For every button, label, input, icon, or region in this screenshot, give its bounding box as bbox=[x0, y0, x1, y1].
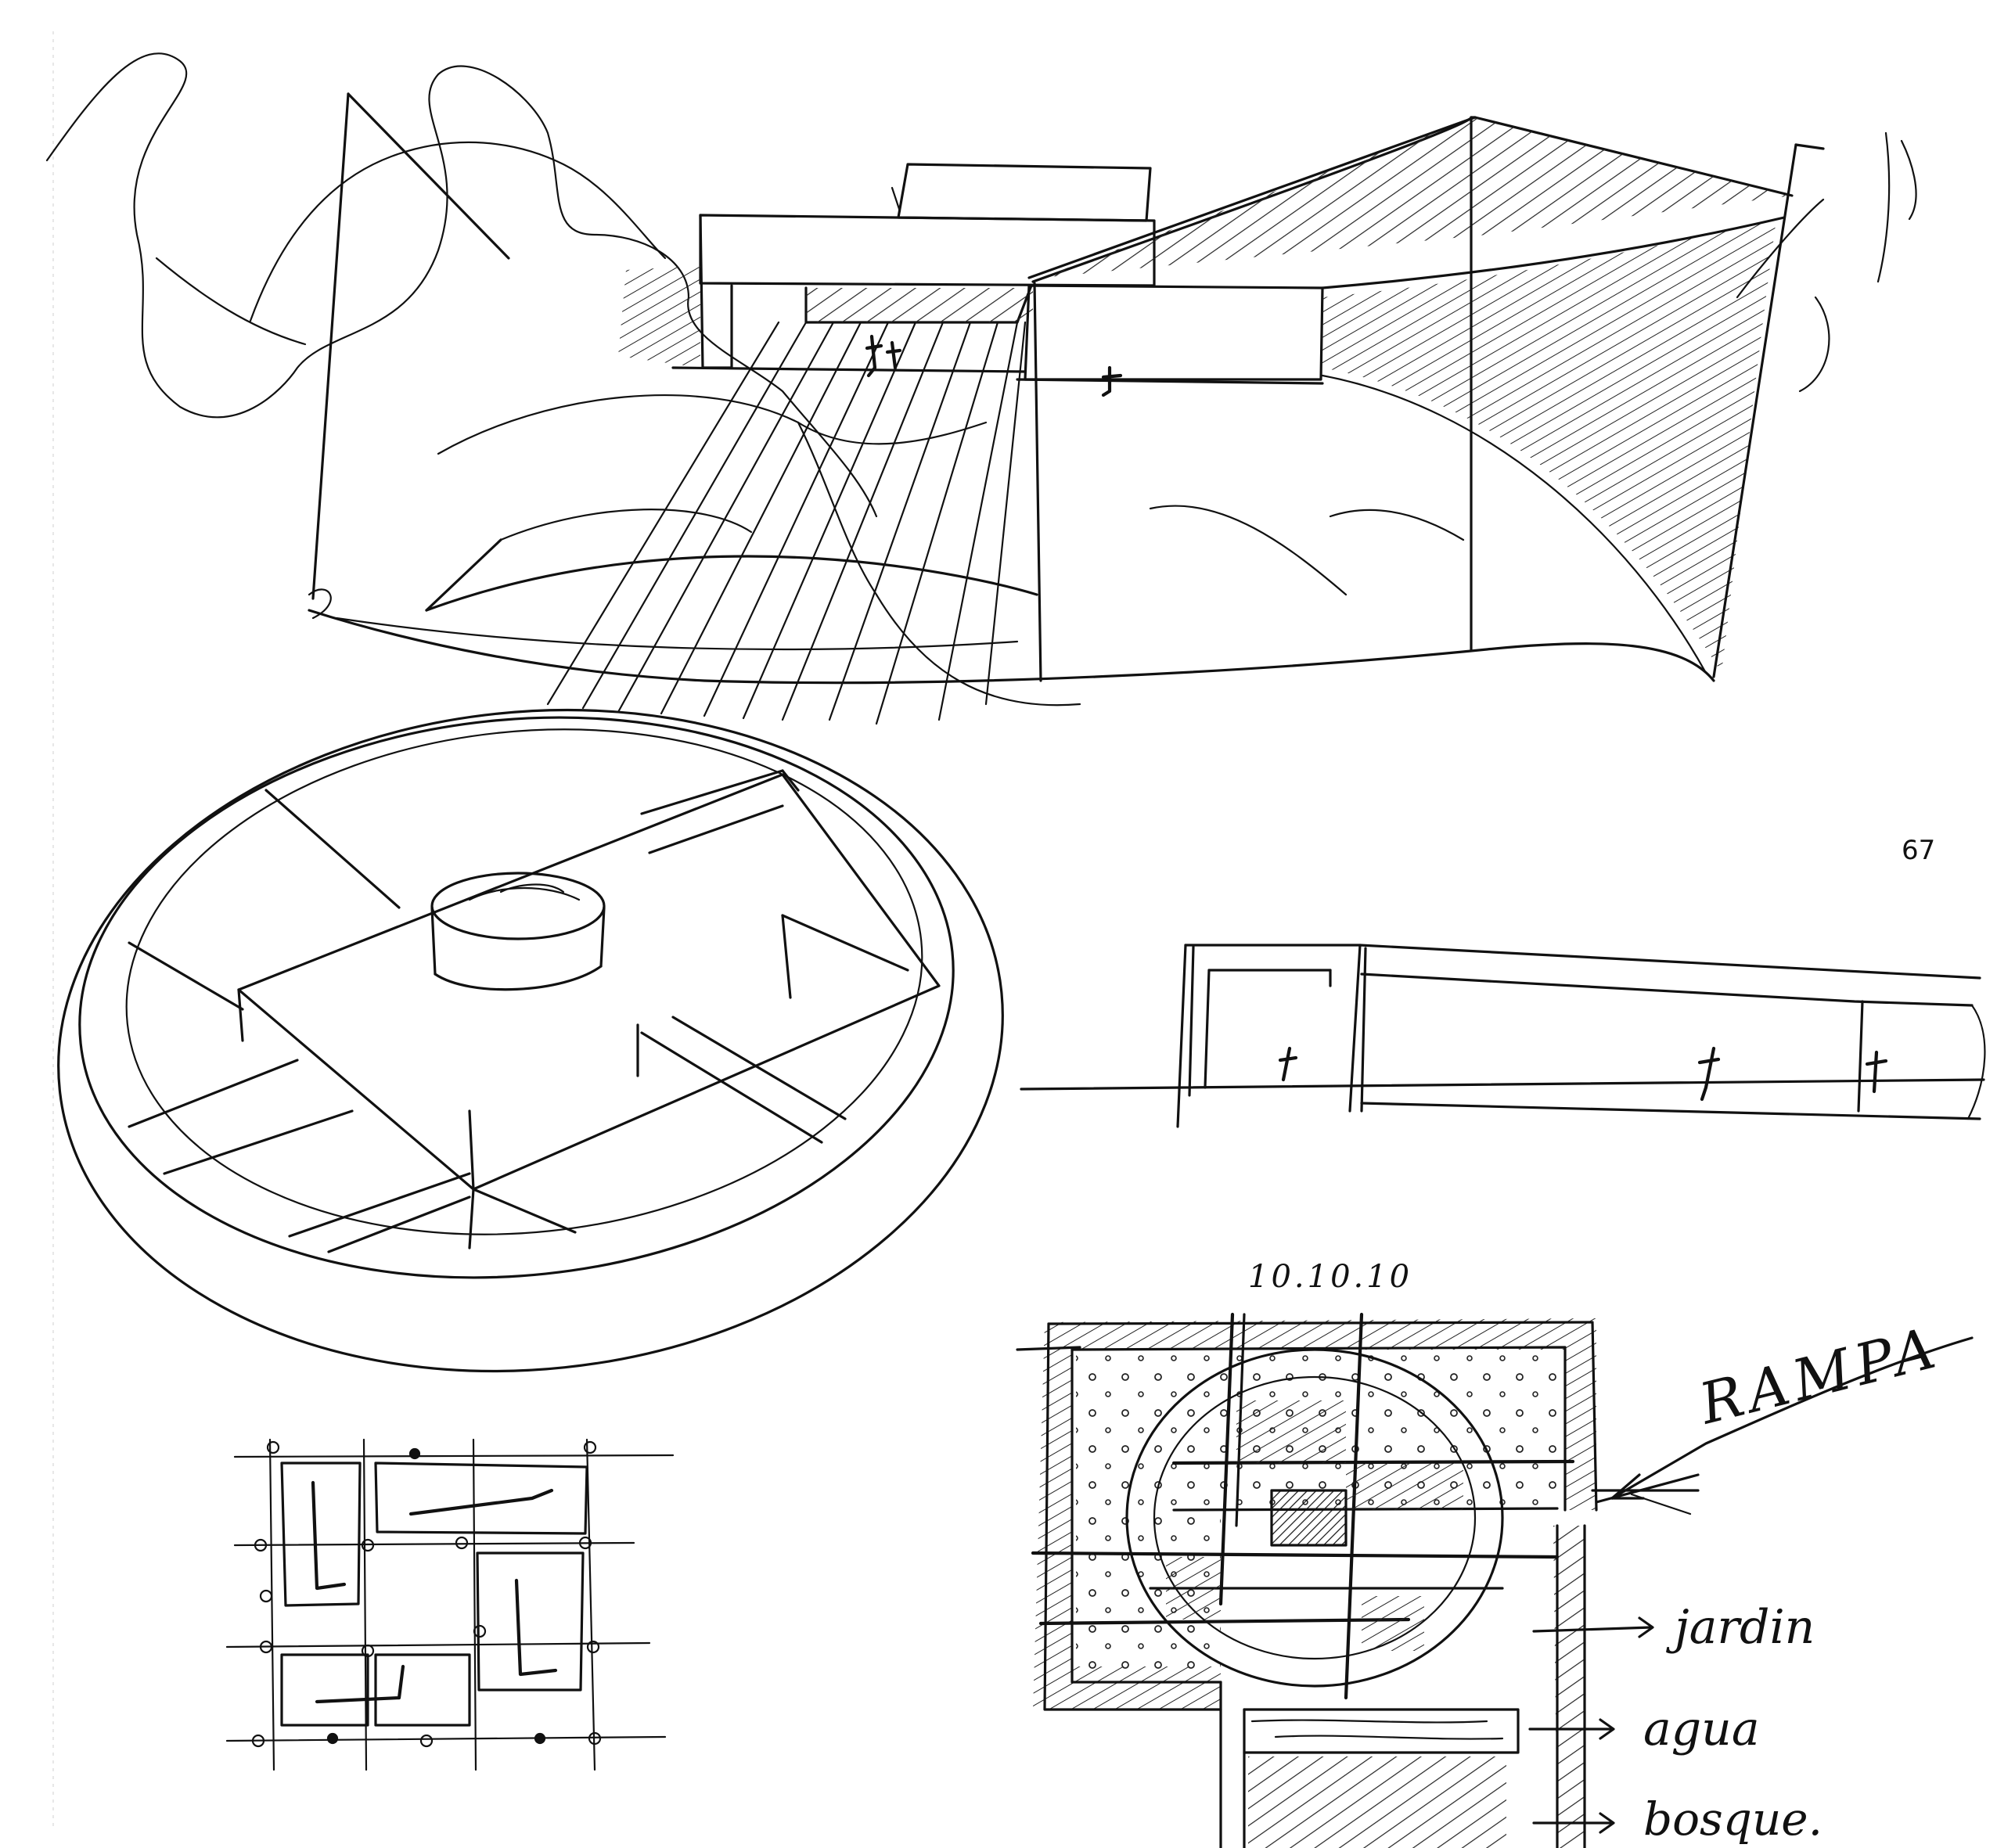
plan-legend: jardin agua bosque. bbox=[1528, 1600, 1822, 1846]
ramp-annotation: RAMPA bbox=[1610, 1314, 1974, 1500]
perspective-sketch bbox=[45, 52, 1917, 725]
legend-label: bosque. bbox=[1643, 1792, 1822, 1846]
legend-item-water: agua bbox=[1528, 1702, 1760, 1756]
legend-item-garden: jardin bbox=[1532, 1600, 1815, 1655]
legend-item-forest: bosque. bbox=[1532, 1792, 1822, 1846]
circular-platform-sketch bbox=[57, 708, 1004, 1373]
elevation-sketch bbox=[1020, 944, 1986, 1128]
site-plan-sketch bbox=[1016, 1312, 1700, 1848]
sketch-date: 10.10.10 bbox=[1248, 1259, 1412, 1295]
page-number: 67 bbox=[1902, 835, 1935, 866]
grid-plan-diagram bbox=[225, 1438, 675, 1771]
ramp-label: RAMPA bbox=[1692, 1314, 1948, 1437]
legend-label: agua bbox=[1643, 1702, 1760, 1756]
legend-label: jardin bbox=[1666, 1600, 1815, 1655]
